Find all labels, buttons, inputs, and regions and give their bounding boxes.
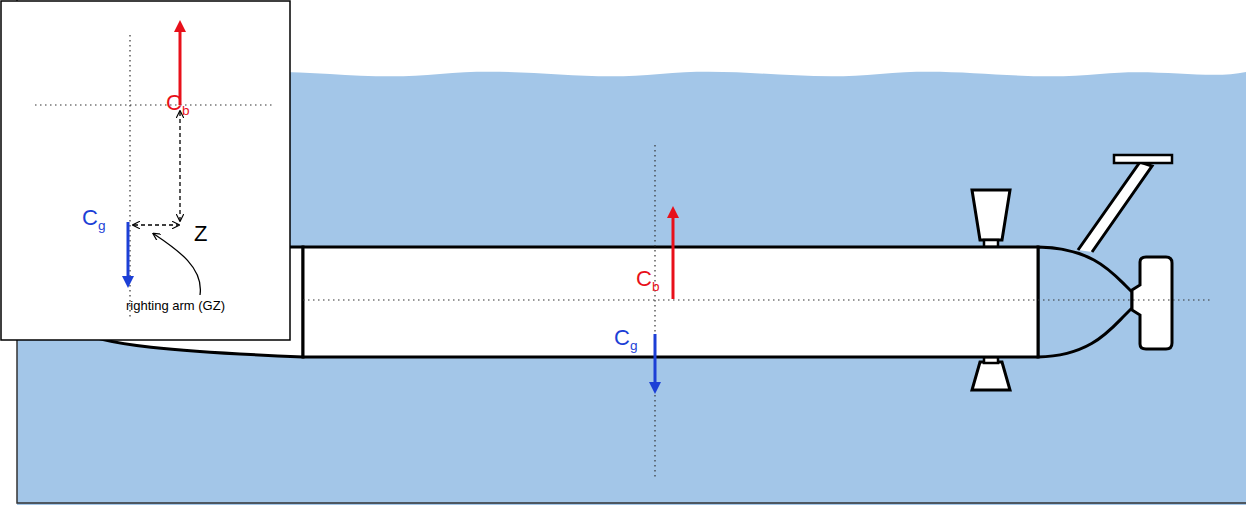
inset-gravity-arrow xyxy=(127,222,130,282)
centerline xyxy=(303,299,1212,300)
antenna xyxy=(1078,162,1152,252)
propeller xyxy=(1132,257,1172,349)
inset-vertical-reference xyxy=(129,35,130,320)
center-of-buoyancy-label: Cb xyxy=(636,268,659,290)
point-label: Z xyxy=(194,223,207,245)
inset-horizontal-reference xyxy=(35,104,275,105)
vertical-reference xyxy=(654,145,655,478)
inset-panel xyxy=(1,1,290,340)
gravity-arrow xyxy=(654,334,657,388)
top-fin xyxy=(972,190,1010,240)
hull xyxy=(303,247,1038,357)
leader-line xyxy=(154,234,200,295)
righting-arm-dimension xyxy=(134,224,178,225)
vertical-offset xyxy=(179,112,180,220)
center-of-gravity-label: Cg xyxy=(82,207,105,229)
righting-arm-label: righting arm (GZ) xyxy=(126,299,225,312)
buoyancy-arrow xyxy=(672,212,675,299)
tail-cone xyxy=(1038,247,1132,357)
antenna-bar xyxy=(1114,155,1172,163)
center-of-buoyancy-label: Cb xyxy=(166,92,189,114)
center-of-gravity-label: Cg xyxy=(614,327,637,349)
bottom-fin xyxy=(972,362,1010,390)
